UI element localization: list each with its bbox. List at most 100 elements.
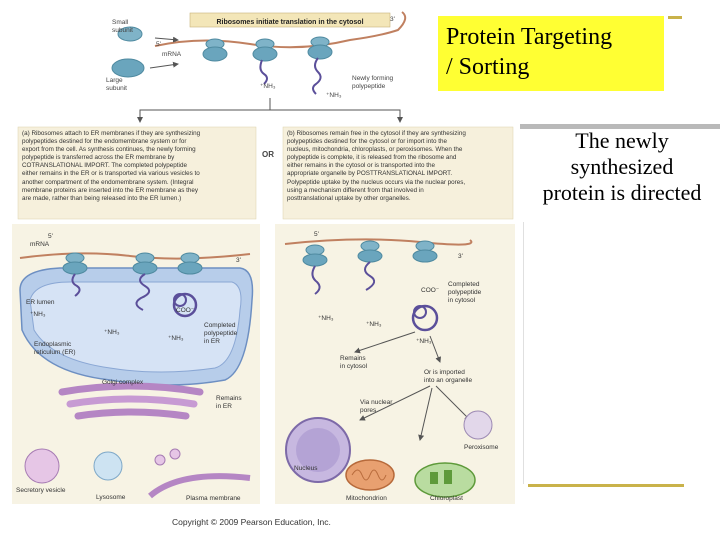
svg-text:into an organelle: into an organelle (424, 377, 472, 384)
svg-text:Or is imported: Or is imported (424, 369, 465, 376)
svg-text:⁺NH₃: ⁺NH₃ (260, 83, 276, 90)
side-caption: The newly synthesized protein is directe… (524, 128, 720, 206)
er-lumen-shape (29, 281, 242, 373)
secretory-vesicle-shape (24, 448, 60, 484)
vertical-divider (523, 222, 524, 484)
svg-text:Completed: Completed (448, 281, 480, 288)
lr-ribosomes (302, 240, 438, 267)
large-subunit-shape (111, 58, 145, 78)
svg-text:reticulum (ER): reticulum (ER) (34, 349, 76, 356)
panel-b-line: nucleus, mitochondria, chloroplasts, or … (287, 146, 463, 154)
svg-text:Newly forming: Newly forming (352, 75, 394, 82)
copyright-text: Copyright © 2009 Pearson Education, Inc. (172, 517, 331, 527)
svg-text:⁺NH₃: ⁺NH₃ (168, 335, 184, 342)
svg-text:⁺NH₃: ⁺NH₃ (104, 329, 120, 336)
svg-text:Lysosome: Lysosome (96, 494, 126, 501)
top-banner-text: Ribosomes initiate translation in the cy… (216, 19, 363, 26)
panel-a-line: polypeptides destined for the endomembra… (22, 138, 187, 146)
title-box: Protein Targeting / Sorting (438, 16, 664, 91)
svg-text:Small: Small (112, 19, 129, 26)
side-line-3: protein is directed (542, 180, 702, 205)
svg-text:Secretory vesicle: Secretory vesicle (16, 487, 66, 494)
panel-a-line: are made, rather than being released int… (22, 194, 182, 202)
bottom-accent-rule (528, 484, 684, 487)
svg-text:Nucleus: Nucleus (294, 465, 318, 472)
top-ribosomes (202, 36, 333, 62)
svg-text:⁺NH₃: ⁺NH₃ (326, 92, 342, 99)
svg-text:⁺NH₃: ⁺NH₃ (366, 321, 382, 328)
svg-text:Chloroplast: Chloroplast (430, 495, 463, 502)
svg-text:Large: Large (106, 77, 123, 84)
panel-b-line: (b) Ribosomes remain free in the cytosol… (287, 130, 466, 137)
panel-b-line: either remains in the cytosol or is tran… (287, 162, 436, 170)
or-label: OR (262, 150, 274, 159)
lr-mrna (284, 238, 473, 246)
panel-a-text-bg (17, 126, 257, 220)
svg-text:5': 5' (48, 233, 53, 240)
golgi-shape (58, 382, 204, 420)
svg-text:in ER: in ER (204, 338, 220, 345)
panel-b-line: Polypeptide uptake by the nucleus occurs… (287, 178, 466, 186)
panel-a-line: COTRANSLATIONAL IMPORT. The completed po… (22, 162, 187, 170)
svg-text:5': 5' (156, 41, 161, 48)
svg-text:Mitochondrion: Mitochondrion (346, 495, 387, 502)
svg-text:mRNA: mRNA (30, 241, 50, 248)
panel-b-text-bg (282, 126, 514, 220)
panel-a-line: membrane proteins are inserted into the … (22, 186, 199, 194)
ll-ribosomes (62, 252, 203, 275)
svg-text:Peroxisome: Peroxisome (464, 444, 499, 451)
ll-mrna (19, 252, 251, 260)
svg-text:Plasma membrane: Plasma membrane (186, 495, 241, 502)
svg-text:Endoplasmic: Endoplasmic (34, 341, 72, 348)
title-line-1: Protein Targeting (446, 24, 613, 50)
title-accent-rule (668, 16, 682, 19)
svg-text:in cytosol: in cytosol (448, 297, 476, 304)
panel-a-line: polypeptide is transferred across the ER… (22, 154, 175, 162)
svg-text:Completed: Completed (204, 322, 236, 329)
svg-text:ER lumen: ER lumen (26, 299, 55, 306)
side-line-1: The newly (575, 128, 669, 153)
svg-text:3': 3' (236, 257, 241, 264)
plasma-membrane-shape (148, 473, 251, 499)
small-subunit-shape (117, 26, 143, 42)
svg-text:polypeptide: polypeptide (204, 330, 238, 337)
title-line-2: / Sorting (446, 54, 530, 80)
svg-text:3': 3' (390, 16, 395, 23)
svg-text:subunit: subunit (112, 27, 133, 34)
panel-b-text: (b) Ribosomes remain free in the cytosol… (287, 130, 511, 203)
svg-text:COO⁻: COO⁻ (176, 307, 195, 314)
svg-text:pores: pores (360, 407, 377, 414)
top-banner (189, 12, 391, 28)
panel-a-line: (a) Ribosomes attach to ER membranes if … (22, 130, 201, 137)
svg-text:⁺NH₃: ⁺NH₃ (30, 311, 46, 318)
svg-text:polypeptide: polypeptide (352, 83, 386, 90)
svg-text:⁺NH₃: ⁺NH₃ (416, 338, 432, 345)
svg-text:5': 5' (314, 231, 319, 238)
lysosome-shape (93, 451, 123, 481)
side-divider (520, 124, 720, 129)
svg-text:Golgi complex: Golgi complex (102, 379, 144, 386)
panel-b-line: polypeptides destined for the cytosol or… (287, 138, 447, 146)
svg-text:subunit: subunit (106, 85, 127, 92)
panel-a-line: either remains in the ER or is transport… (22, 170, 200, 178)
panel-b-line: polypeptide is complete, it is released … (287, 154, 457, 162)
svg-text:in cytosol: in cytosol (340, 363, 368, 370)
svg-text:3': 3' (458, 253, 463, 260)
svg-text:Remains: Remains (216, 395, 242, 402)
panel-b-line: using a mechanism different from that in… (287, 186, 424, 194)
panel-a-line: another compartment of the endomembrane … (22, 178, 194, 186)
svg-text:Via nuclear: Via nuclear (360, 399, 393, 406)
side-line-2: synthesized (570, 154, 674, 179)
svg-text:Remains: Remains (340, 355, 366, 362)
svg-text:in ER: in ER (216, 403, 232, 410)
panel-a-line: export from the cell. As synthesis conti… (22, 146, 196, 154)
panel-b-line: posttranslational uptake by other organe… (287, 194, 411, 202)
svg-text:⁺NH₃: ⁺NH₃ (318, 315, 334, 322)
peroxisome-shape (463, 410, 493, 440)
svg-text:mRNA: mRNA (162, 51, 182, 58)
panel-b-line: appropriate organelle by POSTTRANSLATION… (287, 170, 453, 178)
svg-text:COO⁻: COO⁻ (421, 287, 440, 294)
panel-a-text: (a) Ribosomes attach to ER membranes if … (22, 130, 254, 203)
svg-text:polypeptide: polypeptide (448, 289, 482, 296)
